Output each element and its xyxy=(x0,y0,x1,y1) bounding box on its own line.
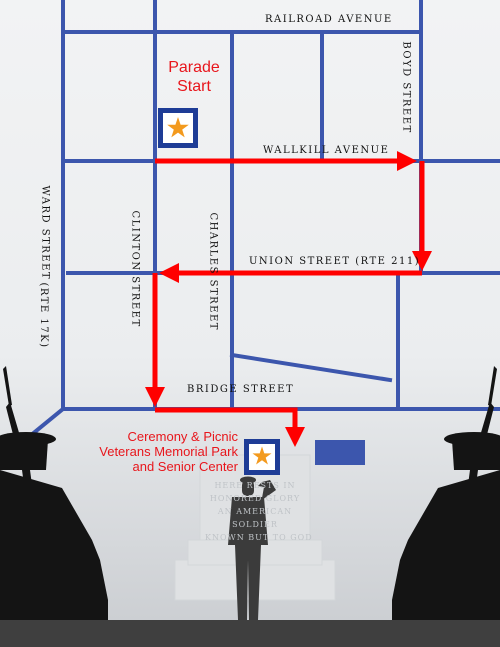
star-icon xyxy=(167,117,189,138)
label-boyd-street: BOYD STREET xyxy=(400,41,412,134)
inscription-line5: KNOWN BUT TO GOD xyxy=(205,533,313,542)
saluting-officer-silhouette xyxy=(228,476,276,620)
inscription-line2: HONORED GLORY xyxy=(209,494,301,503)
inscription-line4: SOLDIER xyxy=(232,520,278,529)
left-soldier-silhouette xyxy=(0,366,108,620)
label-ward-route: (RTE 17K) xyxy=(38,282,49,349)
parade-route-segment-5 xyxy=(155,407,305,447)
label-union-street: UNION STREET (RTE 211) xyxy=(249,256,421,267)
right-soldier-silhouette xyxy=(392,366,500,620)
label-charles-street: CHARLES STREET xyxy=(207,212,219,331)
parade-start-line1: Parade xyxy=(168,59,220,76)
label-bridge-street: BRIDGE STREET xyxy=(187,384,295,395)
destination-label: Ceremony & Picnic Veterans Memorial Park… xyxy=(88,429,238,474)
label-clinton-street: CLINTON STREET xyxy=(129,210,141,328)
parking-block xyxy=(315,440,365,465)
parade-start-line2: Start xyxy=(177,78,211,95)
inscription-line1: HERE RESTS IN xyxy=(214,481,296,490)
label-ward-street: WARD STREET xyxy=(39,185,51,281)
label-railroad-avenue: RAILROAD AVENUE xyxy=(265,14,393,25)
street-diagonal xyxy=(229,352,393,383)
star-icon xyxy=(252,446,272,465)
memorial-inscription: HERE RESTS IN HONORED GLORY AN AMERICAN … xyxy=(205,479,313,544)
parade-start-marker xyxy=(158,108,198,148)
destination-line3: and Senior Center xyxy=(132,459,238,474)
label-wallkill-avenue: WALLKILL AVENUE xyxy=(263,145,390,156)
destination-marker xyxy=(244,439,280,475)
parade-start-label: Parade Start xyxy=(164,58,224,96)
destination-line1: Ceremony & Picnic xyxy=(127,429,238,444)
destination-line2: Veterans Memorial Park xyxy=(99,444,238,459)
inscription-line3: AN AMERICAN xyxy=(217,507,293,516)
ground-strip xyxy=(0,620,500,647)
